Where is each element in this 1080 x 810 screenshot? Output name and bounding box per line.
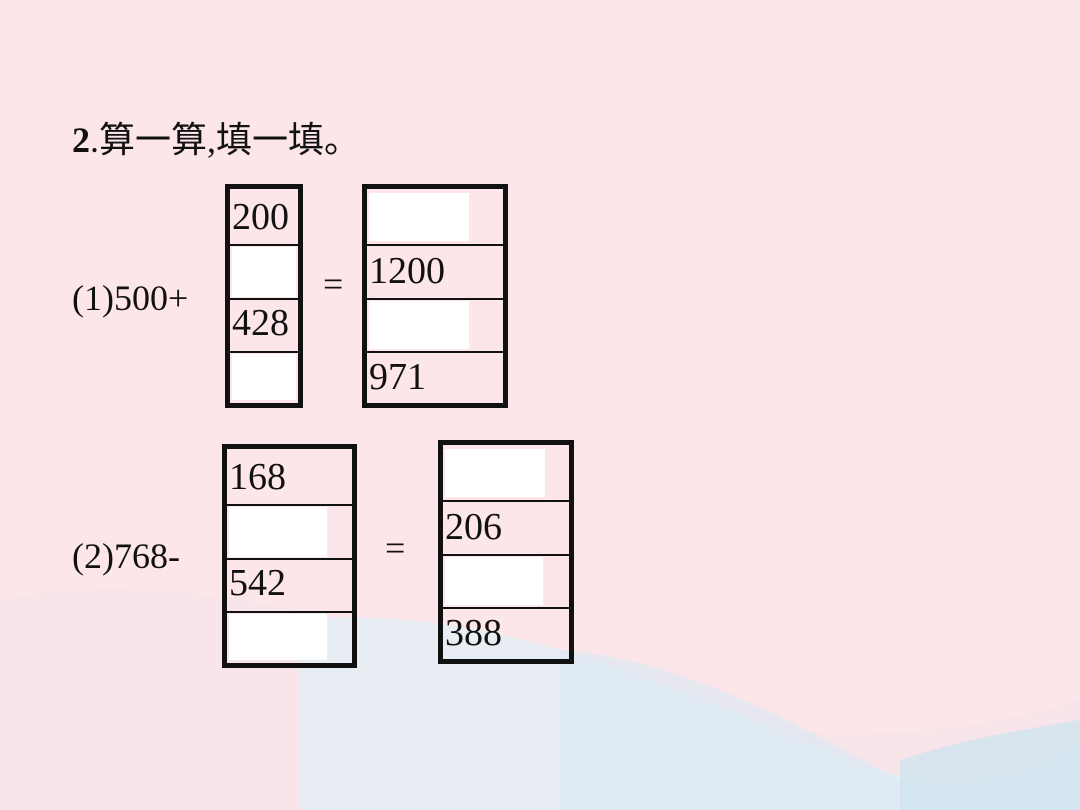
question-text: .算一算,填一填。 (90, 120, 361, 160)
divider (227, 504, 352, 506)
problem1-left-answer-1[interactable] (232, 247, 296, 297)
question-title: 2.算一算,填一填。 (72, 118, 360, 162)
divider (367, 298, 503, 300)
divider (443, 554, 569, 556)
divider (230, 298, 298, 300)
divider (367, 244, 503, 246)
problem1-label: (1)500+ (72, 278, 189, 318)
divider (227, 611, 352, 613)
problem2-left-answer-2[interactable] (229, 614, 327, 660)
question-number: 2 (72, 120, 90, 160)
problem2-left-answer-1[interactable] (229, 507, 327, 557)
problem2-left-cell-3: 542 (229, 563, 286, 604)
divider (443, 500, 569, 502)
problem2-right-cell-4: 388 (445, 613, 502, 654)
problem2-left-cell-1: 168 (229, 457, 286, 498)
divider (367, 351, 503, 353)
problem1-left-cell-1: 200 (232, 197, 289, 238)
divider (230, 244, 298, 246)
problem2-right-cell-2: 206 (445, 507, 502, 548)
problem1-right-answer-1[interactable] (369, 193, 469, 241)
problem2-label: (2)768- (72, 536, 180, 576)
problem1-left-box: 200 428 (225, 184, 303, 408)
problem2-right-answer-1[interactable] (445, 449, 545, 497)
divider (230, 351, 298, 353)
problem2-right-answer-2[interactable] (445, 557, 543, 605)
problem2-left-box: 168 542 (222, 444, 357, 668)
problem2-equals: = (385, 528, 406, 568)
problem1-right-answer-2[interactable] (369, 301, 469, 349)
divider (227, 558, 352, 560)
problem1-right-cell-2: 1200 (369, 251, 445, 292)
problem1-left-answer-2[interactable] (232, 354, 296, 400)
problem2-right-box: 206 388 (438, 440, 574, 664)
divider (443, 607, 569, 609)
problem1-right-box: 1200 971 (362, 184, 508, 408)
problem1-left-cell-3: 428 (232, 303, 289, 344)
problem1-right-cell-4: 971 (369, 357, 426, 398)
problem1-equals: = (323, 264, 344, 304)
